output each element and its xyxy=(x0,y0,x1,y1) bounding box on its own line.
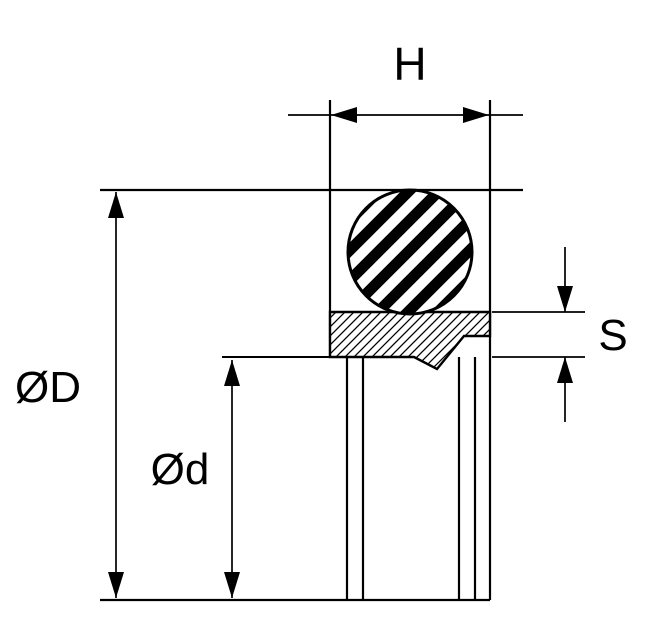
dimension-h: H xyxy=(288,38,523,123)
od-bottom-arrowhead xyxy=(108,572,124,598)
s-down-arrowhead xyxy=(557,286,573,312)
backup-ring-hatch xyxy=(328,310,492,371)
part-outline xyxy=(100,100,523,602)
id-top-arrowhead xyxy=(224,360,240,386)
dimension-s: S xyxy=(492,247,628,422)
dimension-label-h: H xyxy=(393,38,426,90)
o-ring-hatch xyxy=(346,188,474,316)
dimension-outer-diameter: ØD xyxy=(15,192,124,598)
o-ring xyxy=(346,188,474,316)
backup-ring xyxy=(328,310,492,371)
dimension-label-s: S xyxy=(598,311,627,360)
od-top-arrowhead xyxy=(108,192,124,218)
s-up-arrowhead xyxy=(557,357,573,383)
dimension-label-inner-diameter: Ød xyxy=(151,445,210,494)
h-left-arrowhead xyxy=(331,107,357,123)
id-bottom-arrowhead xyxy=(224,572,240,598)
dimension-inner-diameter: Ød xyxy=(151,356,330,598)
dimension-label-outer-diameter: ØD xyxy=(15,363,81,412)
h-right-arrowhead xyxy=(463,107,489,123)
